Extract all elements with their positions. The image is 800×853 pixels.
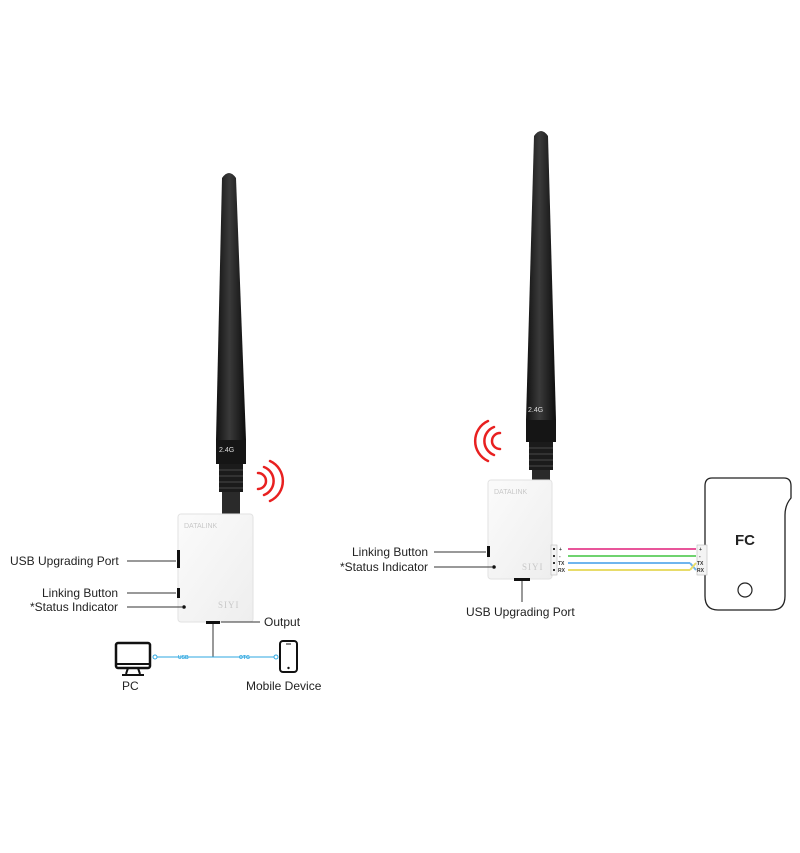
- pc-icon: [114, 641, 152, 676]
- left-antenna: 2.4G: [216, 173, 246, 514]
- left-brand-bottom: SIYI: [218, 600, 240, 610]
- right-status-indicator-label: *Status Indicator: [340, 560, 428, 574]
- right-module: 2.4G DATALINK SIYI: [340, 131, 697, 619]
- mobile-device-icon: [279, 640, 298, 673]
- module-pin-minus: -: [559, 554, 561, 560]
- left-linking-button-label: Linking Button: [42, 586, 118, 600]
- fc-pin-tx: TX: [697, 561, 704, 567]
- usb-link-label: USB: [178, 655, 189, 661]
- left-status-led: [182, 605, 186, 609]
- left-output-port[interactable]: [206, 621, 220, 624]
- uart-wires: [568, 548, 697, 571]
- module-pin-plus: +: [559, 547, 562, 553]
- fc-body: [704, 477, 792, 611]
- module-pin-rx: RX: [558, 568, 566, 574]
- right-brand-bottom: SIYI: [522, 562, 544, 572]
- left-module: 2.4G DATALINK SIYI: [10, 173, 322, 693]
- pc-label: PC: [122, 679, 139, 693]
- left-usb-port[interactable]: [177, 550, 180, 568]
- module-pin-tx: TX: [558, 561, 565, 567]
- left-usb-port-label: USB Upgrading Port: [10, 554, 119, 568]
- fc-label: FC: [735, 532, 755, 549]
- right-usb-port-label: USB Upgrading Port: [466, 605, 575, 619]
- right-brand-top: DATALINK: [494, 489, 528, 496]
- fc-pin-rx: RX: [697, 568, 705, 574]
- otg-link-label: OTG: [239, 655, 250, 661]
- left-band-label: 2.4G: [219, 447, 234, 454]
- left-status-indicator-label: *Status Indicator: [30, 600, 118, 614]
- fc-mount-hole: [737, 582, 753, 598]
- left-output-label: Output: [264, 615, 301, 629]
- left-linking-button[interactable]: [177, 588, 180, 598]
- left-signal-icon: [256, 459, 285, 503]
- fc-pin-minus: -: [699, 554, 701, 560]
- right-status-led: [492, 565, 496, 569]
- left-module-box: [177, 513, 254, 623]
- right-usb-port[interactable]: [514, 578, 530, 581]
- right-band-label: 2.4G: [528, 407, 543, 414]
- fc-pin-plus: +: [699, 547, 702, 553]
- right-antenna: 2.4G: [526, 131, 556, 482]
- mobile-device-label: Mobile Device: [246, 679, 322, 693]
- flight-controller: FC + - TX RX: [696, 477, 792, 611]
- right-linking-button-label: Linking Button: [352, 545, 428, 559]
- left-brand-top: DATALINK: [184, 523, 218, 530]
- right-signal-icon: [473, 419, 502, 463]
- right-linking-button[interactable]: [487, 546, 490, 557]
